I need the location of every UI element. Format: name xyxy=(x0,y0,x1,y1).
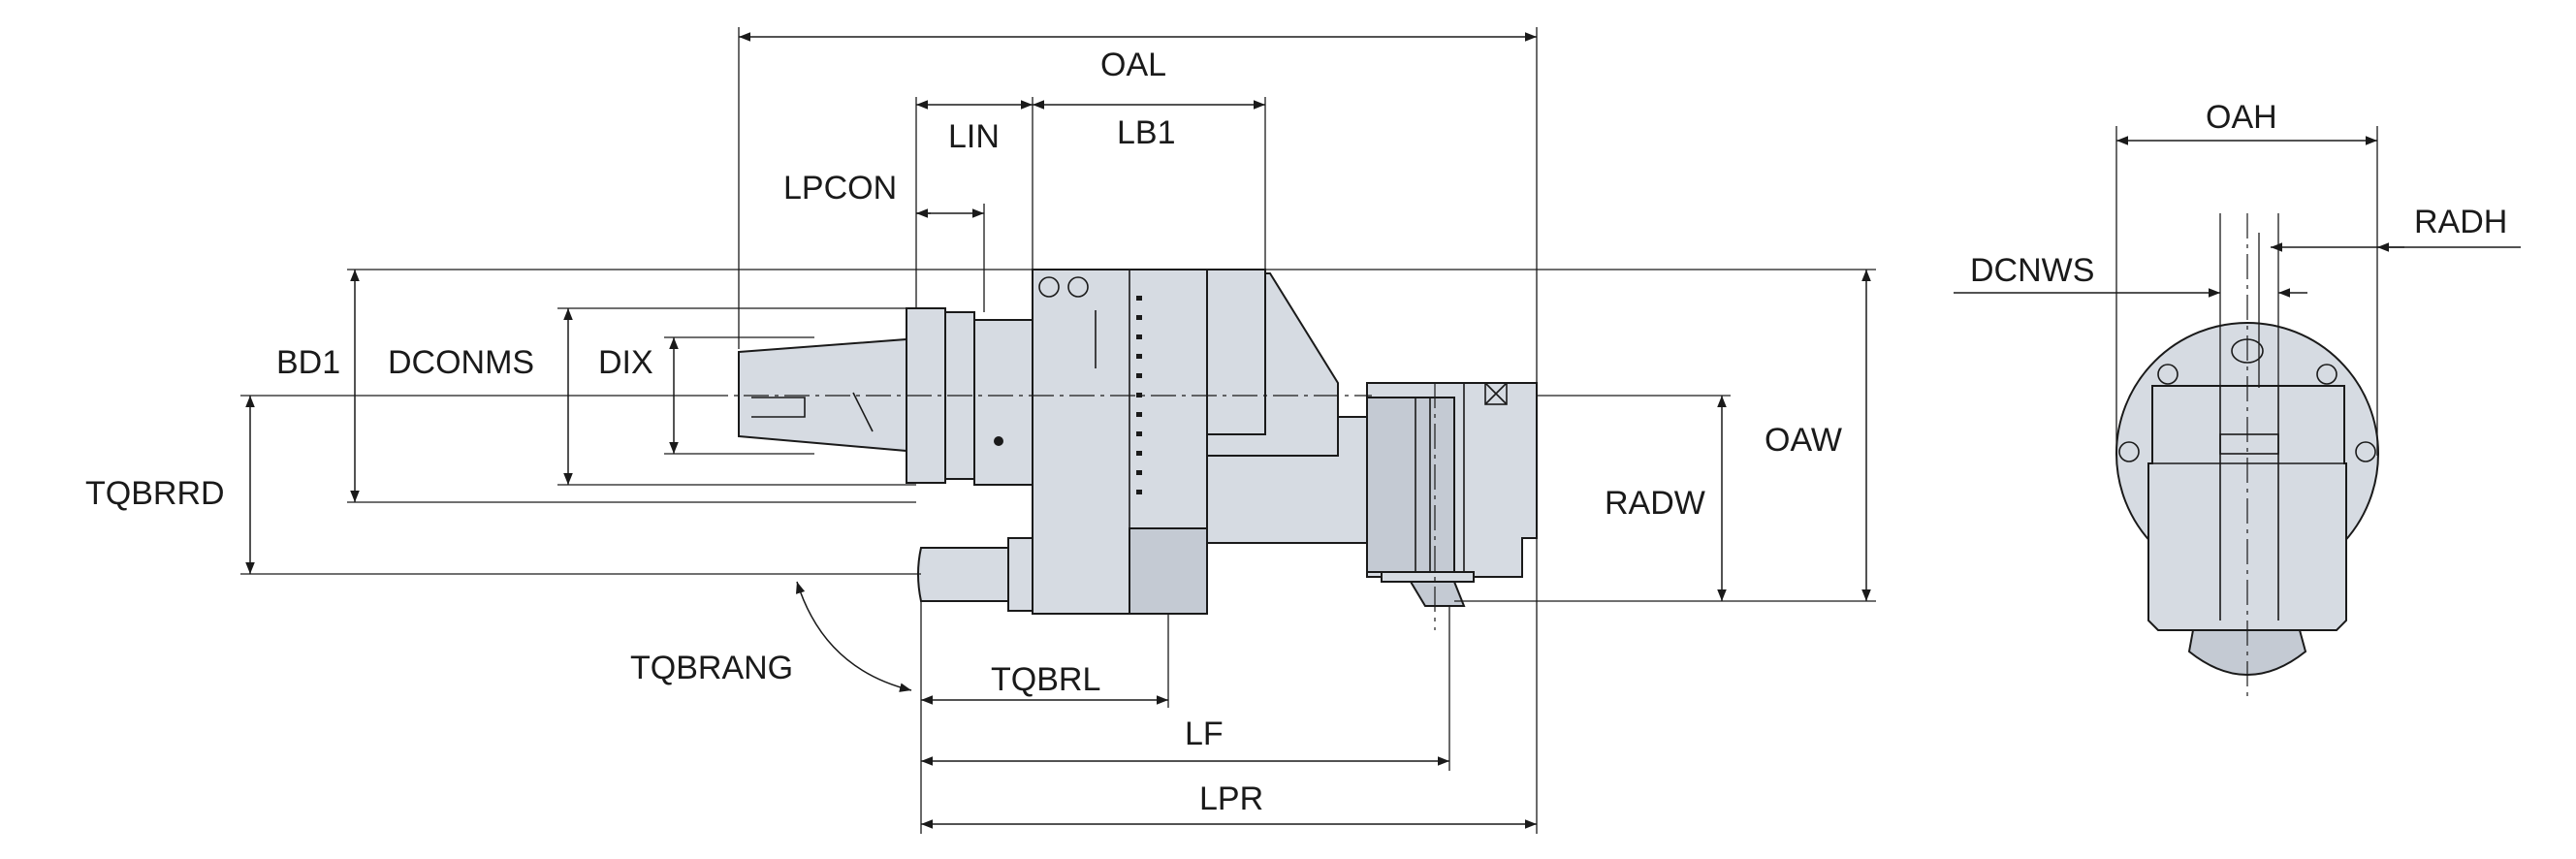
label-radh: RADH xyxy=(2414,204,2507,240)
label-dcnws: DCNWS xyxy=(1970,252,2094,289)
label-bd1: BD1 xyxy=(276,344,340,381)
torque-bar-collar xyxy=(1007,537,1034,612)
screw-icon xyxy=(1067,276,1089,298)
label-radw: RADW xyxy=(1605,485,1705,522)
angle-scale xyxy=(1136,296,1142,494)
label-oaw: OAW xyxy=(1765,422,1842,459)
label-dconms: DCONMS xyxy=(388,344,534,381)
cross-screw-icon xyxy=(1484,382,1508,405)
screw-icon xyxy=(2157,364,2178,385)
upper-head xyxy=(1206,269,1266,435)
label-lf: LF xyxy=(1185,716,1224,752)
cutter-tip xyxy=(1409,581,1466,607)
label-tqbrang: TQBRANG xyxy=(630,650,793,686)
screw-icon xyxy=(2118,441,2140,462)
end-dimensions xyxy=(1954,126,2521,456)
label-lin: LIN xyxy=(948,118,1000,155)
screw-icon xyxy=(2355,441,2376,462)
label-dix: DIX xyxy=(598,344,653,381)
label-oal: OAL xyxy=(1100,47,1166,83)
torque-bar xyxy=(917,547,1009,602)
label-lpcon: LPCON xyxy=(783,170,897,207)
spindle-head xyxy=(1366,397,1455,573)
side-view xyxy=(738,269,1538,615)
shank-ring xyxy=(973,319,1034,486)
body-lower-block xyxy=(1129,527,1208,615)
spindle-nose xyxy=(1381,571,1475,583)
label-lb1: LB1 xyxy=(1117,114,1176,151)
label-lpr: LPR xyxy=(1199,780,1263,817)
label-tqbrl: TQBRL xyxy=(991,661,1100,698)
screw-icon xyxy=(2316,364,2337,385)
side-dimensions xyxy=(240,27,1876,834)
screw-icon xyxy=(1038,276,1060,298)
label-tqbrrd: TQBRRD xyxy=(85,475,225,512)
label-oah: OAH xyxy=(2206,99,2277,136)
